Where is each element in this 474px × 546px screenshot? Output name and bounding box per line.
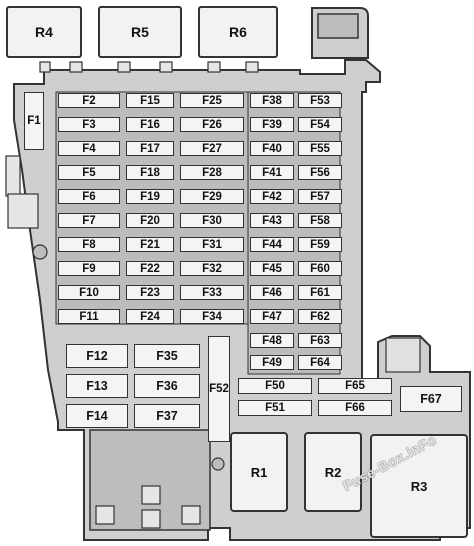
fuse-f40: F40	[250, 141, 294, 156]
fuse-f53: F53	[298, 93, 342, 108]
fuse-f1-label: F1	[27, 115, 41, 127]
relay-r1: R1	[230, 432, 288, 512]
fuse-f55: F55	[298, 141, 342, 156]
fuse-f45: F45	[250, 261, 294, 276]
fuse-f51: F51	[238, 400, 312, 416]
relay-r3: R3	[370, 434, 468, 538]
fuse-f43: F43	[250, 213, 294, 228]
fuse-f31: F31	[180, 237, 244, 252]
fuse-f4: F4	[58, 141, 120, 156]
fuse-f30: F30	[180, 213, 244, 228]
fuse-f35: F35	[134, 344, 200, 368]
fuse-f25: F25	[180, 93, 244, 108]
fuse-f33: F33	[180, 285, 244, 300]
fuse-f3: F3	[58, 117, 120, 132]
fuse-f64: F64	[298, 355, 342, 370]
fuse-f9: F9	[58, 261, 120, 276]
fuse-f23: F23	[126, 285, 174, 300]
fuse-f18: F18	[126, 165, 174, 180]
fuse-f57: F57	[298, 189, 342, 204]
fuse-f24: F24	[126, 309, 174, 324]
fuse-f59: F59	[298, 237, 342, 252]
fuse-f65: F65	[318, 378, 392, 394]
fuse-f58: F58	[298, 213, 342, 228]
fuse-f17: F17	[126, 141, 174, 156]
relay-r2: R2	[304, 432, 362, 512]
fuse-f19: F19	[126, 189, 174, 204]
fuse-f38: F38	[250, 93, 294, 108]
fuse-f50: F50	[238, 378, 312, 394]
fuse-f34: F34	[180, 309, 244, 324]
relay-r5: R5	[98, 6, 182, 58]
fuse-f44: F44	[250, 237, 294, 252]
fuse-f66: F66	[318, 400, 392, 416]
fuse-f39: F39	[250, 117, 294, 132]
relay-r6: R6	[198, 6, 278, 58]
fuse-f2: F2	[58, 93, 120, 108]
relay-r4: R4	[6, 6, 82, 58]
fuse-f60: F60	[298, 261, 342, 276]
fuse-f28: F28	[180, 165, 244, 180]
fuse-f56: F56	[298, 165, 342, 180]
fuse-f1: F1	[24, 92, 44, 150]
fuse-f6: F6	[58, 189, 120, 204]
fuse-f14: F14	[66, 404, 128, 428]
relay-r4-label: R4	[35, 24, 53, 40]
fuse-f8: F8	[58, 237, 120, 252]
fuse-f46: F46	[250, 285, 294, 300]
fuse-f37: F37	[134, 404, 200, 428]
fuse-f16: F16	[126, 117, 174, 132]
fuse-f20: F20	[126, 213, 174, 228]
fuse-f52: F52	[208, 336, 230, 442]
fuse-f27: F27	[180, 141, 244, 156]
fuse-f47: F47	[250, 309, 294, 324]
fuse-f36: F36	[134, 374, 200, 398]
fuse-f22: F22	[126, 261, 174, 276]
fuse-f7: F7	[58, 213, 120, 228]
relay-r5-label: R5	[131, 24, 149, 40]
fuse-f61: F61	[298, 285, 342, 300]
fuse-f32: F32	[180, 261, 244, 276]
fuse-f42: F42	[250, 189, 294, 204]
fuse-f21: F21	[126, 237, 174, 252]
fuse-f63: F63	[298, 333, 342, 348]
fuse-f15: F15	[126, 93, 174, 108]
fuse-f48: F48	[250, 333, 294, 348]
fuse-f13: F13	[66, 374, 128, 398]
fuse-f49: F49	[250, 355, 294, 370]
fuse-f5: F5	[58, 165, 120, 180]
fuse-f11: F11	[58, 309, 120, 324]
fuse-f26: F26	[180, 117, 244, 132]
fuse-f41: F41	[250, 165, 294, 180]
fuse-f10: F10	[58, 285, 120, 300]
fuse-f67: F67	[400, 386, 462, 412]
fuse-f29: F29	[180, 189, 244, 204]
fuse-f62: F62	[298, 309, 342, 324]
fuse-f54: F54	[298, 117, 342, 132]
fuse-f12: F12	[66, 344, 128, 368]
relay-r6-label: R6	[229, 24, 247, 40]
